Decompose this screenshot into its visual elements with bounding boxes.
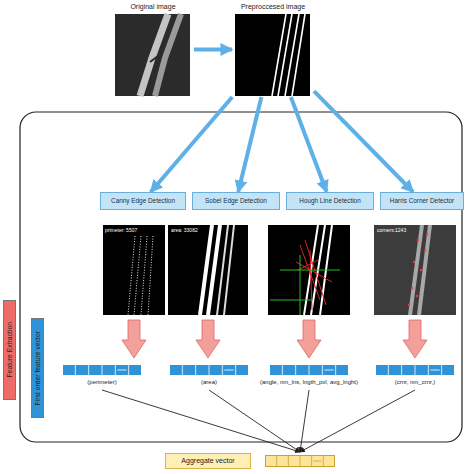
node-text: (perimeter) — [87, 379, 116, 386]
vector-cells — [269, 364, 349, 376]
measure-label: primeter: 5507 — [105, 228, 137, 233]
merge-arrow — [209, 390, 300, 452]
side-band: Feature Extraction — [3, 300, 16, 400]
merge-arrow — [300, 390, 415, 452]
measure-label: area: 33082 — [171, 228, 198, 233]
flow-arrow — [194, 48, 232, 52]
node-text: First order feature vector — [34, 331, 41, 405]
node-text: (crnr, nm_crnr,) — [395, 379, 436, 386]
image-node: Preproccesed image — [232, 2, 314, 97]
vector-cells — [375, 364, 455, 376]
feature-vector: (area) — [168, 364, 250, 390]
node-text: Aggregate vector — [165, 453, 251, 469]
process-box: Canny Edge Detection — [100, 192, 186, 210]
flow-arrow — [238, 97, 261, 192]
process-box: Harris Corner Detector — [380, 192, 464, 210]
flow-arrow — [151, 97, 233, 192]
node-text: Original image — [130, 3, 175, 11]
node-text: Harris Corner Detector — [390, 197, 454, 204]
node-text: Hough Line Detection — [299, 197, 360, 204]
node-text: Sobel Edge Detection — [205, 197, 267, 204]
xray-preprocessed — [235, 14, 310, 96]
feature-vector: (angle, nm_lns, lngth_pxl, avg_lnght) — [245, 364, 373, 390]
merge-arrow — [102, 390, 300, 452]
side-band: First order feature vector — [31, 318, 44, 418]
hough-output — [268, 225, 350, 315]
vector-cells — [265, 455, 335, 467]
vector-cells — [62, 364, 142, 376]
harris-output — [374, 225, 456, 315]
process-box: Hough Line Detection — [286, 192, 374, 210]
image-node: Original image — [112, 2, 194, 97]
flow-arrow — [291, 97, 327, 192]
flow-arrow — [314, 91, 413, 192]
vector-cells — [169, 364, 249, 376]
merge-arrow — [300, 390, 309, 452]
node-text: Feature Extraction — [6, 322, 13, 378]
aggregate-vector: Aggregate vector — [165, 452, 337, 470]
node-text: (angle, nm_lns, lngth_pxl, avg_lnght) — [260, 379, 358, 386]
xray-original — [115, 14, 190, 96]
measure-label: corners:1243 — [377, 228, 406, 233]
node-text: Preproccesed image — [241, 3, 305, 11]
process-box: Sobel Edge Detection — [192, 192, 280, 210]
canny-output — [103, 225, 165, 315]
down-arrows — [122, 320, 427, 358]
sobel-output — [168, 225, 248, 315]
feature-vector: (perimeter) — [62, 364, 142, 390]
node-text: Canny Edge Detection — [111, 197, 175, 204]
node-text: (area) — [201, 379, 217, 386]
frame — [20, 112, 462, 442]
feature-vector: (crnr, nm_crnr,) — [372, 364, 458, 390]
